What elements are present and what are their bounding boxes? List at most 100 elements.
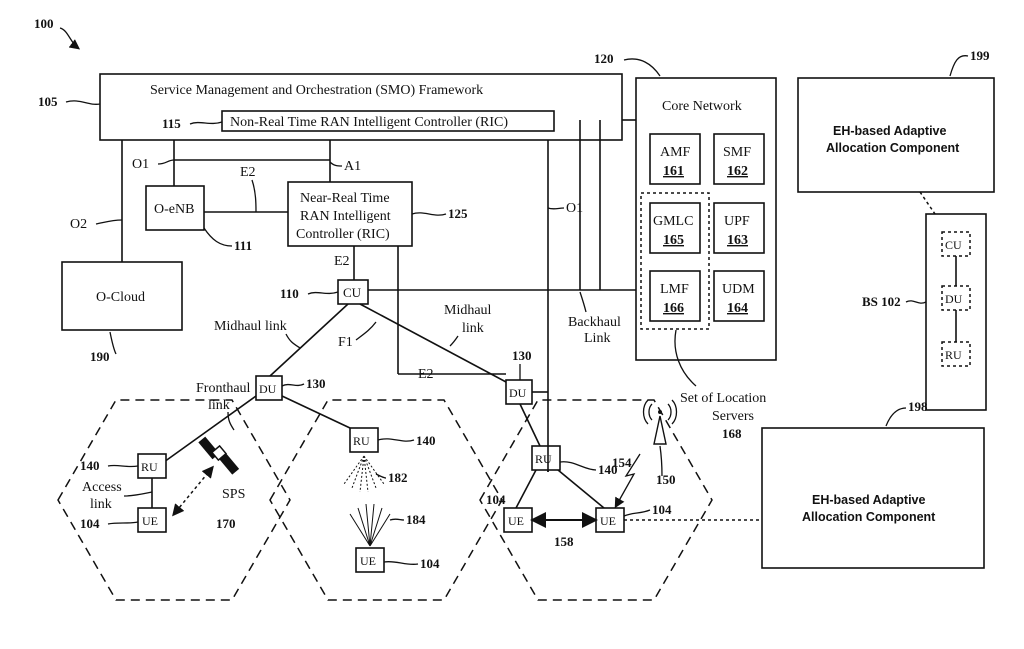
o-cloud-label: O-Cloud xyxy=(96,290,145,305)
gmlc-box xyxy=(649,202,701,254)
du-left-box xyxy=(255,375,283,401)
upf-number: 163 xyxy=(727,233,748,248)
sps-signal-arrow xyxy=(172,465,214,517)
label-sps: SPS xyxy=(222,487,245,502)
eh-component-bottom-box xyxy=(761,427,985,569)
label-access-1: Access xyxy=(82,480,122,495)
amf-label: AMF xyxy=(660,145,691,160)
antenna-tower-icon xyxy=(642,399,678,445)
f1-leader xyxy=(355,321,377,341)
ref-104-middle-leader xyxy=(383,560,419,566)
ref-120-leader xyxy=(623,58,661,77)
ref-140-right-leader xyxy=(559,461,597,471)
label-midhaul-left: Midhaul link xyxy=(214,319,287,334)
cell-right xyxy=(479,399,713,601)
ref-140-left-leader xyxy=(107,464,139,468)
ref-199: 199 xyxy=(970,48,990,63)
label-access-2: link xyxy=(90,497,112,512)
location-servers-line1: Set of Location xyxy=(680,391,766,406)
a1-leader xyxy=(329,161,343,167)
satellite-icon xyxy=(198,436,240,475)
label-o2: O2 xyxy=(70,217,87,232)
amf-box xyxy=(649,133,701,185)
o1-a-leader xyxy=(157,159,175,165)
label-o1-a: O1 xyxy=(132,157,149,172)
o-cloud-box xyxy=(61,261,183,331)
location-servers-line2: Servers xyxy=(712,409,754,424)
gmlc-label: GMLC xyxy=(653,214,693,229)
ru-right-box xyxy=(531,445,561,471)
smo-title: Service Management and Orchestration (SM… xyxy=(150,83,483,98)
du-right-box xyxy=(505,379,533,405)
label-fronthaul-2: link xyxy=(208,398,230,413)
o2-leader xyxy=(95,219,123,225)
ue-middle-box xyxy=(355,547,385,573)
ue-left-box xyxy=(137,507,167,533)
ue-left-label: UE xyxy=(142,514,158,528)
uplink-beam-icon xyxy=(349,503,391,547)
du-left-label: DU xyxy=(259,382,277,396)
label-e2-a: E2 xyxy=(240,165,256,180)
ref-182: 182 xyxy=(388,470,408,485)
ref-115-leader xyxy=(189,121,223,125)
gmlc-number: 165 xyxy=(663,233,684,248)
cu-label: CU xyxy=(343,285,362,300)
bs-102-label: BS 102 xyxy=(862,294,901,309)
ref-115: 115 xyxy=(162,116,181,131)
midhaul-right-leader xyxy=(449,335,459,347)
ref-130-left-leader xyxy=(281,383,305,387)
ref-104-middle: 104 xyxy=(420,556,440,571)
eh-top-line1: EH-based Adaptive xyxy=(833,124,947,138)
ref-104-right-b: 104 xyxy=(652,502,672,517)
ref-199-leader xyxy=(949,55,969,77)
downlink-beam-icon xyxy=(343,455,385,493)
eh-component-top-box xyxy=(797,77,995,193)
ref-190: 190 xyxy=(90,349,110,364)
amf-number: 161 xyxy=(663,164,684,179)
bs-ru-box xyxy=(941,341,971,367)
ref-120: 120 xyxy=(594,51,614,66)
udm-box xyxy=(713,270,765,322)
label-backhaul-2: Link xyxy=(584,331,610,346)
midhaul-left-leader xyxy=(285,333,301,349)
label-backhaul-1: Backhaul xyxy=(568,315,621,330)
ref-158: 158 xyxy=(554,534,574,549)
ref-184: 184 xyxy=(406,512,426,527)
location-servers-leader xyxy=(674,329,697,387)
ref-190-leader xyxy=(109,331,117,355)
ref-104-left: 104 xyxy=(80,516,100,531)
label-a1: A1 xyxy=(344,159,361,174)
ref-110: 110 xyxy=(280,286,299,301)
label-fronthaul-1: Fronthaul xyxy=(196,381,251,396)
label-midhaul-right-1: Midhaul xyxy=(444,303,492,318)
eh-bottom-line2: Allocation Component xyxy=(802,510,936,524)
ref-182-leader xyxy=(375,473,387,479)
ref-105-leader xyxy=(65,100,101,105)
fronthaul-du-ru-middle xyxy=(281,395,351,429)
lmf-number: 166 xyxy=(663,301,684,316)
ue-middle-label: UE xyxy=(360,554,376,568)
ref-154: 154 xyxy=(612,455,632,470)
udm-number: 164 xyxy=(727,301,748,316)
non-rt-ric-box xyxy=(221,110,555,132)
ru-middle-label: RU xyxy=(353,434,370,448)
eh-top-line2: Allocation Component xyxy=(826,141,960,155)
ref-184-leader xyxy=(389,518,405,521)
du-right-ru-link xyxy=(519,403,541,447)
upf-box xyxy=(713,202,765,254)
near-rt-ric-line2: RAN Intelligent xyxy=(300,209,391,224)
non-rt-ric-label: Non-Real Time RAN Intelligent Controller… xyxy=(230,115,508,130)
ref-105: 105 xyxy=(38,94,58,109)
ref-150: 150 xyxy=(656,472,676,487)
ue-right-b-label: UE xyxy=(600,514,616,528)
ref-104-left-leader xyxy=(107,521,139,525)
lmf-box xyxy=(649,270,701,322)
ref-111-leader xyxy=(203,227,233,247)
ue-right-a-box xyxy=(503,507,533,533)
ref-110-leader xyxy=(307,291,339,295)
ref-168: 168 xyxy=(722,426,742,441)
ref-125: 125 xyxy=(448,206,468,221)
o-enb-box xyxy=(145,185,205,231)
ru-right-ue-right xyxy=(557,469,605,509)
